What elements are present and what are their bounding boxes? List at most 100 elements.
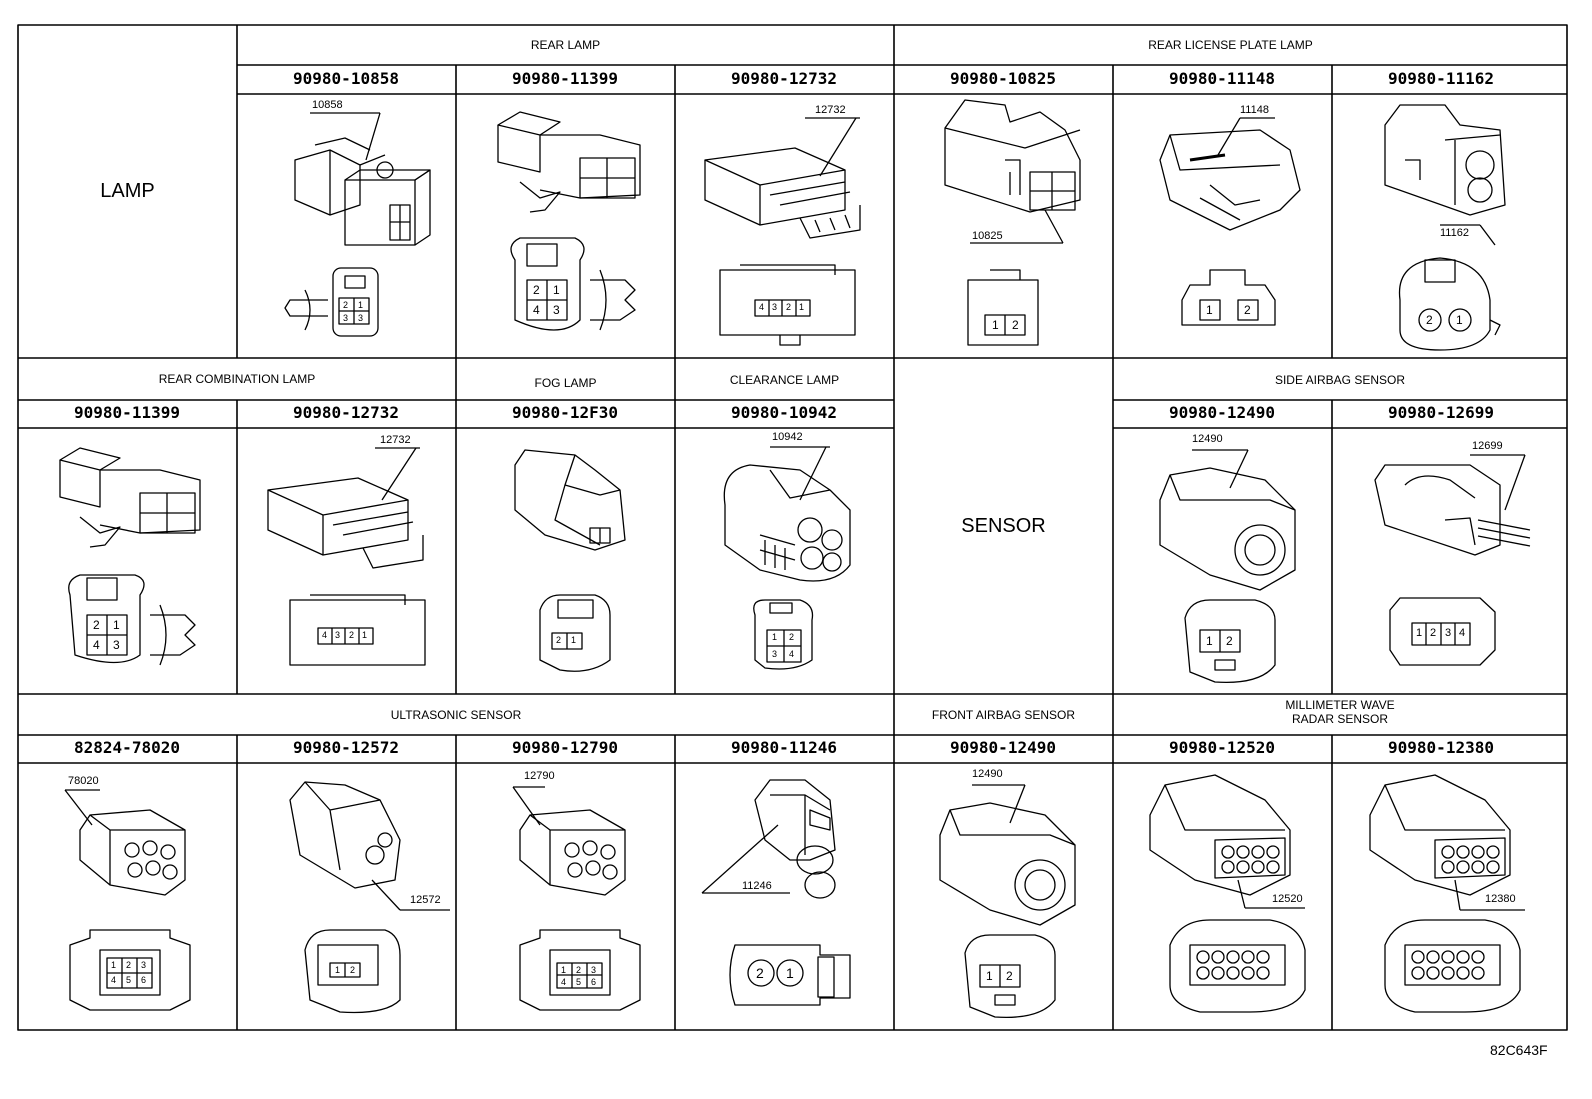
part-number: 90980-12732 bbox=[731, 69, 837, 88]
connector-11148-drawing bbox=[1159, 117, 1301, 326]
pin-label: 2 bbox=[349, 630, 355, 640]
section-side-airbag-sensor: SIDE AIRBAG SENSOR bbox=[1274, 373, 1406, 387]
part-number: 90980-12732 bbox=[293, 403, 399, 422]
connector-12699-drawing bbox=[1374, 454, 1531, 666]
callout-code: 10858 bbox=[312, 99, 343, 111]
part-number: 90980-11399 bbox=[74, 403, 180, 422]
pin-label: 1 bbox=[561, 965, 567, 975]
pin-label: 1 bbox=[986, 969, 993, 983]
section-line-2: RADAR SENSOR bbox=[1291, 712, 1389, 726]
callout-code: 12699 bbox=[1472, 440, 1503, 452]
connector-10942-drawing bbox=[723, 446, 851, 670]
section-fog-lamp: FOG LAMP bbox=[534, 376, 597, 390]
callout-code: 11148 bbox=[1240, 104, 1269, 116]
callout-code: 12490 bbox=[1192, 433, 1223, 445]
connector-12732-drawing-r2 bbox=[267, 447, 426, 666]
pin-label: 4 bbox=[93, 638, 100, 652]
connector-12380-drawing bbox=[1369, 774, 1525, 1013]
connector-11162-drawing bbox=[1384, 104, 1506, 351]
pin-label: 3 bbox=[591, 965, 597, 975]
pin-label: 1 bbox=[111, 960, 117, 970]
pin-label: 3 bbox=[113, 638, 120, 652]
pin-label: 1 bbox=[362, 630, 368, 640]
pin-label: 2 bbox=[1226, 634, 1233, 648]
connector-10858-drawing bbox=[284, 112, 431, 337]
connector-12490-drawing-r3 bbox=[939, 784, 1076, 1019]
pin-label: 1 bbox=[1206, 634, 1213, 648]
pin-label: 1 bbox=[992, 318, 999, 332]
pin-label: 1 bbox=[786, 965, 794, 981]
part-number: 90980-11162 bbox=[1388, 69, 1494, 88]
pin-label: 2 bbox=[786, 302, 792, 312]
connector-11246-drawing bbox=[701, 779, 851, 1006]
pin-label: 1 bbox=[553, 283, 560, 297]
connector-11399-drawing-r1 bbox=[497, 111, 641, 331]
pin-label: 1 bbox=[772, 632, 778, 642]
connector-12732-drawing-r1 bbox=[704, 117, 861, 346]
pin-label: 2 bbox=[756, 965, 764, 981]
callout-code: 10942 bbox=[772, 431, 803, 443]
part-number: 90980-11148 bbox=[1169, 69, 1275, 88]
figure-reference: 82C643F bbox=[1490, 1042, 1548, 1058]
section-rear-lamp: REAR LAMP bbox=[530, 38, 601, 52]
connector-11399-drawing-r2 bbox=[59, 447, 201, 666]
pin-label: 3 bbox=[772, 649, 778, 659]
pin-label: 2 bbox=[350, 965, 356, 975]
pin-label: 3 bbox=[772, 302, 778, 312]
section-rear-combination-lamp: REAR COMBINATION LAMP bbox=[158, 372, 316, 386]
connector-12790-drawing bbox=[512, 786, 641, 1011]
table-grid bbox=[17, 24, 1568, 1031]
part-number: 90980-12520 bbox=[1169, 738, 1275, 757]
part-number: 90980-12790 bbox=[512, 738, 618, 757]
part-number: 90980-12490 bbox=[950, 738, 1056, 757]
pin-label: 1 bbox=[358, 300, 364, 310]
part-number: 90980-11246 bbox=[731, 738, 837, 757]
pin-label: 2 bbox=[533, 283, 540, 297]
part-number: 90980-12380 bbox=[1388, 738, 1494, 757]
pin-label: 2 bbox=[1430, 627, 1437, 639]
pin-label: 2 bbox=[1012, 318, 1019, 332]
callout-code: 11162 bbox=[1440, 227, 1469, 239]
pin-label: 1 bbox=[113, 618, 120, 632]
section-line-1: MILLIMETER WAVE bbox=[1285, 698, 1395, 712]
pin-label: 6 bbox=[141, 975, 147, 985]
pin-label: 3 bbox=[553, 303, 560, 317]
callout-code: 12490 bbox=[972, 768, 1003, 780]
connector-12F30-drawing bbox=[514, 449, 626, 672]
connector-78020-drawing bbox=[64, 789, 191, 1011]
pin-label: 2 bbox=[1426, 313, 1433, 327]
pin-label: 4 bbox=[533, 303, 540, 317]
pin-label: 3 bbox=[343, 313, 349, 323]
pin-label: 3 bbox=[358, 313, 364, 323]
pin-label: 1 bbox=[1456, 313, 1463, 327]
pin-label: 4 bbox=[759, 302, 765, 312]
pin-label: 6 bbox=[591, 977, 597, 987]
section-ultrasonic-sensor: ULTRASONIC SENSOR bbox=[390, 708, 522, 722]
pin-label: 4 bbox=[322, 630, 328, 640]
pin-label: 4 bbox=[789, 649, 795, 659]
pin-label: 1 bbox=[1206, 303, 1213, 317]
pin-label: 3 bbox=[335, 630, 341, 640]
part-number: 90980-12F30 bbox=[512, 403, 618, 422]
pin-label: 2 bbox=[126, 960, 132, 970]
part-number: 82824-78020 bbox=[74, 738, 180, 757]
callout-code: 12732 bbox=[380, 434, 411, 446]
part-number: 90980-12572 bbox=[293, 738, 399, 757]
pin-label: 2 bbox=[556, 635, 562, 645]
callout-code: 78020 bbox=[68, 775, 99, 787]
pin-label: 2 bbox=[343, 300, 349, 310]
pin-label: 2 bbox=[93, 618, 100, 632]
callout-code: 12520 bbox=[1272, 893, 1303, 905]
pin-label: 1 bbox=[1416, 627, 1423, 639]
part-number: 90980-10858 bbox=[293, 69, 399, 88]
category-lamp: LAMP bbox=[100, 180, 155, 202]
pin-label: 2 bbox=[1006, 969, 1013, 983]
category-sensor: SENSOR bbox=[961, 515, 1046, 537]
pin-label: 5 bbox=[126, 975, 132, 985]
pin-label: 1 bbox=[335, 965, 341, 975]
connector-12520-drawing bbox=[1149, 774, 1306, 1013]
section-rear-license-plate-lamp: REAR LICENSE PLATE LAMP bbox=[1148, 38, 1313, 52]
callout-code: 12380 bbox=[1485, 893, 1516, 905]
section-front-airbag-sensor: FRONT AIRBAG SENSOR bbox=[931, 708, 1076, 722]
